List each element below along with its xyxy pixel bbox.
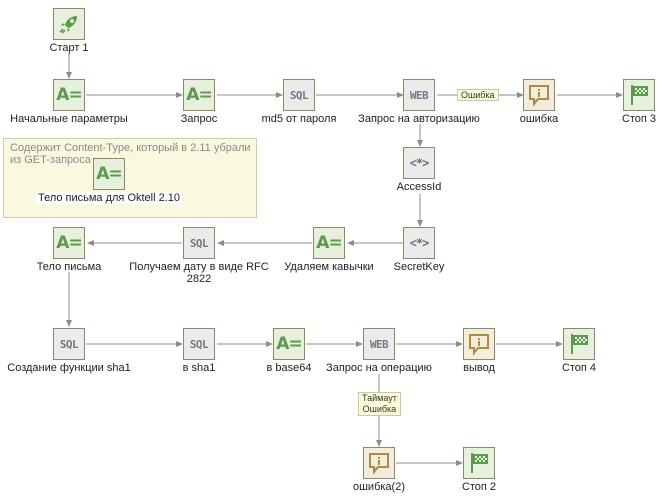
- sql-icon: SQL: [189, 236, 209, 250]
- finish-flag-icon: [467, 450, 491, 476]
- assign-icon: A=: [276, 334, 302, 354]
- assign-icon: A=: [316, 233, 342, 253]
- node-label: ошибка(2): [352, 481, 406, 493]
- sql-icon: SQL: [189, 337, 209, 351]
- node-secretkey[interactable]: <*>: [403, 227, 435, 259]
- finish-flag-icon: [627, 82, 651, 108]
- node-label: вывод: [463, 362, 495, 374]
- node-start1[interactable]: [53, 8, 85, 40]
- edge-label-error: Ошибка: [362, 404, 397, 414]
- node-label: Запрос: [180, 113, 218, 125]
- node-stop4[interactable]: [563, 328, 595, 360]
- node-error2[interactable]: [363, 447, 395, 479]
- node-label: Стоп 4: [561, 362, 597, 374]
- node-label: Начальные параметры: [10, 113, 128, 125]
- assign-icon: A=: [186, 85, 212, 105]
- node-remove-quotes[interactable]: A=: [313, 227, 345, 259]
- node-label: Старт 1: [49, 42, 89, 54]
- edge-label-auth-error: Ошибка: [457, 89, 499, 101]
- node-label: ошибка: [519, 113, 559, 125]
- info-message-icon: [527, 83, 551, 107]
- node-output[interactable]: [463, 328, 495, 360]
- node-stop2[interactable]: [463, 447, 495, 479]
- node-label: AccessId: [396, 181, 442, 193]
- node-label: Создание функции sha1: [7, 362, 131, 374]
- node-label: md5 от пароля: [261, 113, 337, 125]
- code-icon: <*>: [409, 236, 430, 250]
- node-request[interactable]: A=: [183, 79, 215, 111]
- assign-icon: A=: [56, 85, 82, 105]
- comment-note[interactable]: Содержит Content-Type, который в 2.11 уб…: [3, 138, 257, 218]
- web-icon: WEB: [369, 337, 389, 351]
- node-stop3[interactable]: [623, 79, 655, 111]
- node-op-req[interactable]: WEB: [363, 328, 395, 360]
- node-accessid[interactable]: <*>: [403, 147, 435, 179]
- node-label: Получаем дату в виде RFC 2822: [129, 261, 269, 285]
- node-label: в base64: [266, 362, 312, 374]
- edge-label-op-timeout-error: Таймаут Ошибка: [358, 392, 401, 416]
- node-label: Стоп 2: [461, 481, 497, 493]
- node-label: в sha1: [182, 362, 216, 374]
- node-auth-req[interactable]: WEB: [403, 79, 435, 111]
- node-label: Запрос на авторизацию: [358, 113, 480, 125]
- sql-icon: SQL: [59, 337, 79, 351]
- node-to-sha1[interactable]: SQL: [183, 328, 215, 360]
- node-label: Запрос на операцию: [326, 362, 432, 374]
- web-icon: WEB: [409, 88, 429, 102]
- code-icon: <*>: [409, 156, 430, 170]
- node-label: Тело письма: [36, 261, 102, 273]
- node-md5[interactable]: SQL: [283, 79, 315, 111]
- node-body[interactable]: A=: [53, 227, 85, 259]
- edge-label-timeout: Таймаут: [362, 393, 397, 403]
- node-init-params[interactable]: A=: [53, 79, 85, 111]
- node-create-sha1[interactable]: SQL: [53, 328, 85, 360]
- info-message-icon: [367, 451, 391, 475]
- node-get-date[interactable]: SQL: [183, 227, 215, 259]
- node-label: Тело письма для Oktell 2.10: [35, 192, 183, 204]
- sql-icon: SQL: [289, 88, 309, 102]
- node-body-oktell[interactable]: A=: [93, 158, 125, 190]
- finish-flag-icon: [567, 331, 591, 357]
- node-label: Стоп 3: [621, 113, 657, 125]
- info-message-icon: [467, 332, 491, 356]
- node-label: Удаляем кавычки: [284, 261, 374, 273]
- comment-text: Содержит Content-Type, который в 2.11 уб…: [10, 142, 251, 166]
- assign-icon: A=: [96, 164, 122, 184]
- node-to-base64[interactable]: A=: [273, 328, 305, 360]
- node-error1[interactable]: [523, 79, 555, 111]
- node-label: SecretKey: [393, 261, 445, 273]
- rocket-icon: [57, 12, 81, 36]
- assign-icon: A=: [56, 233, 82, 253]
